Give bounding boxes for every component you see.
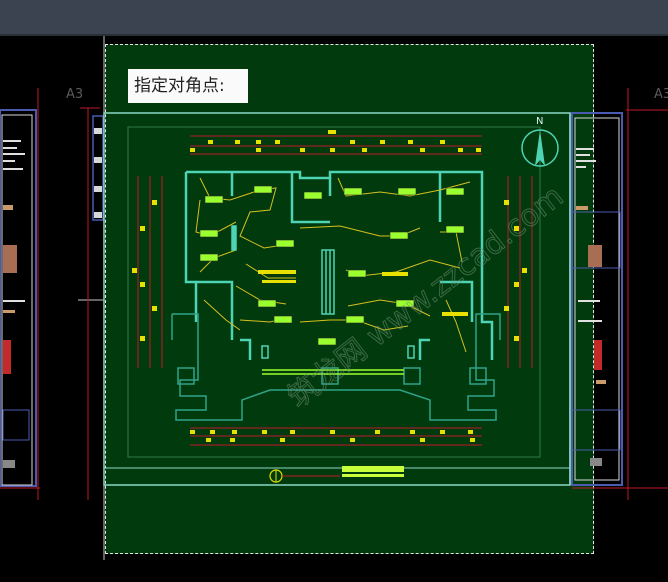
- top-dimensions: [190, 135, 482, 155]
- command-prompt-tooltip: 指定对角点:: [128, 69, 248, 103]
- section-marker-icon: [269, 469, 340, 483]
- bottom-dimensions: [190, 427, 482, 446]
- left-marker-column: [78, 36, 105, 560]
- electrical-wiring: [195, 177, 471, 353]
- main-sheet: [103, 112, 571, 486]
- side-dimensions: [137, 176, 533, 368]
- central-corridor: [231, 225, 415, 375]
- bottom-dimension-marks: [190, 430, 475, 442]
- side-dimension-marks: [132, 200, 527, 341]
- top-dimension-marks: [190, 130, 481, 152]
- left-sheet: [0, 88, 40, 500]
- north-arrow-icon: [521, 129, 559, 167]
- toolbar-divider: [0, 34, 668, 36]
- cad-drawing: 筑龙网 www.zzcad.com: [0, 36, 668, 560]
- watermark: 筑龙网 www.zzcad.com: [282, 179, 571, 415]
- toolbar: [0, 0, 668, 34]
- left-sheet-frame: [0, 109, 37, 487]
- outer-walls: [171, 313, 501, 421]
- building-walls: [184, 170, 494, 360]
- yellow-annotations: [258, 270, 468, 477]
- left-sheet-inner-frame: [1, 114, 33, 486]
- right-title-block: [571, 88, 668, 500]
- sheet-label-right: A3: [654, 87, 668, 102]
- north-label: N: [536, 116, 544, 127]
- light-fixtures: [199, 185, 465, 346]
- sheet-label-left: A3: [66, 87, 84, 102]
- main-sheet-frame: [103, 112, 571, 486]
